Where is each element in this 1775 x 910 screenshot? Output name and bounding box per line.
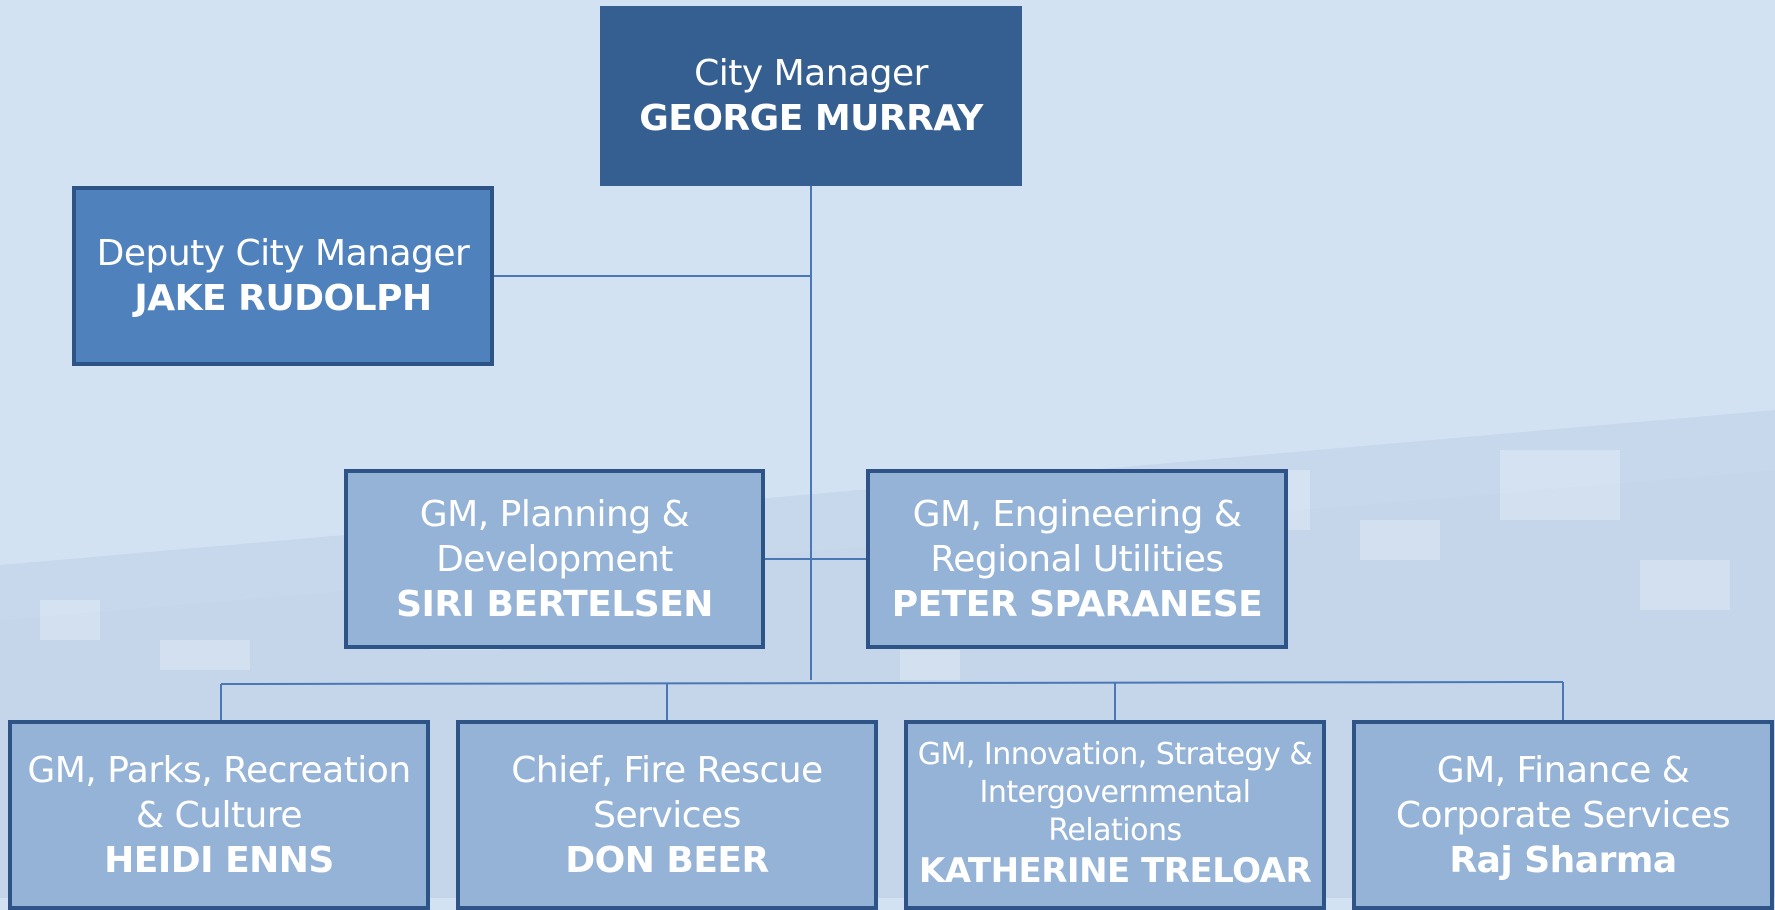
gm-parks-title-1: GM, Parks, Recreation — [27, 750, 411, 791]
fire-chief-box: Chief, Fire Rescue Services DON BEER — [456, 720, 878, 910]
deputy-city-manager-box: Deputy City Manager JAKE RUDOLPH — [72, 186, 494, 366]
deputy-name: JAKE RUDOLPH — [134, 278, 432, 319]
city-manager-name: GEORGE MURRAY — [639, 98, 983, 139]
gm-innovation-name: KATHERINE TRELOAR — [918, 851, 1312, 891]
gm-planning-title-1: GM, Planning & — [419, 493, 690, 535]
gm-innovation-box: GM, Innovation, Strategy & Intergovernme… — [904, 720, 1326, 910]
gm-engineering-box: GM, Engineering & Regional Utilities PET… — [866, 469, 1288, 649]
city-manager-title: City Manager — [694, 53, 928, 94]
gm-finance-name: Raj Sharma — [1449, 840, 1677, 881]
gm-engineering-title-1: GM, Engineering & — [912, 493, 1242, 535]
gm-planning-name: SIRI BERTELSEN — [396, 583, 713, 625]
city-manager-box: City Manager GEORGE MURRAY — [600, 6, 1022, 186]
gm-finance-title-2: Corporate Services — [1395, 795, 1731, 836]
gm-innovation-title-2: Intergovernmental — [979, 775, 1252, 810]
gm-planning-title-2: Development — [436, 538, 673, 580]
gm-parks-title-2: & Culture — [135, 795, 303, 836]
gm-engineering-title-2: Regional Utilities — [930, 538, 1224, 580]
bottom-bus-line — [220, 681, 1564, 685]
fire-chief-title-1: Chief, Fire Rescue — [511, 750, 823, 791]
fire-chief-name: DON BEER — [565, 840, 769, 881]
gm-parks-name: HEIDI ENNS — [104, 840, 334, 881]
gm-finance-box: GM, Finance & Corporate Services Raj Sha… — [1352, 720, 1774, 910]
gm-planning-box: GM, Planning & Development SIRI BERTELSE… — [344, 469, 765, 649]
fire-chief-title-2: Services — [593, 795, 741, 836]
gm-finance-title-1: GM, Finance & — [1436, 750, 1690, 791]
gm-innovation-title-1: GM, Innovation, Strategy & — [917, 737, 1313, 772]
deputy-title: Deputy City Manager — [96, 233, 470, 274]
gm-parks-box: GM, Parks, Recreation & Culture HEIDI EN… — [8, 720, 430, 910]
gm-innovation-title-3: Relations — [1048, 813, 1182, 848]
gm-engineering-name: PETER SPARANESE — [891, 583, 1263, 625]
